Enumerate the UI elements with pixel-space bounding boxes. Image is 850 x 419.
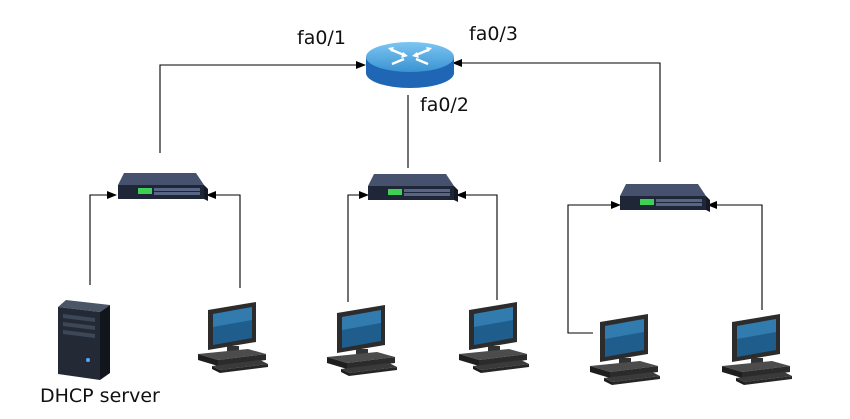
port-label-fa02: fa0/2 (420, 94, 469, 116)
link-pc2-switch2 (347, 191, 369, 302)
switch-icon (620, 184, 710, 212)
router-icon (366, 42, 454, 88)
switch-icon (118, 173, 208, 201)
link-pc4-switch3 (567, 201, 621, 334)
link-switch1-router (159, 61, 366, 153)
links (89, 59, 763, 334)
desktop-computer-icon (459, 302, 529, 373)
port-label-fa03: fa0/3 (469, 23, 518, 45)
desktop-computer-icon (327, 305, 397, 376)
switch-icon (368, 174, 458, 202)
link-switch3-router (452, 59, 661, 162)
link-pc3-switch2 (456, 191, 498, 300)
link-pc5-switch3 (707, 201, 763, 310)
server-tower-icon (58, 300, 110, 380)
link-server-switch1 (89, 191, 117, 285)
port-label-fa01: fa0/1 (297, 27, 346, 49)
link-pc1-switch1 (206, 191, 241, 288)
desktop-computer-icon (590, 314, 660, 385)
desktop-computer-icon (722, 314, 792, 385)
desktop-computer-icon (198, 302, 268, 373)
server-label: DHCP server (40, 385, 160, 407)
